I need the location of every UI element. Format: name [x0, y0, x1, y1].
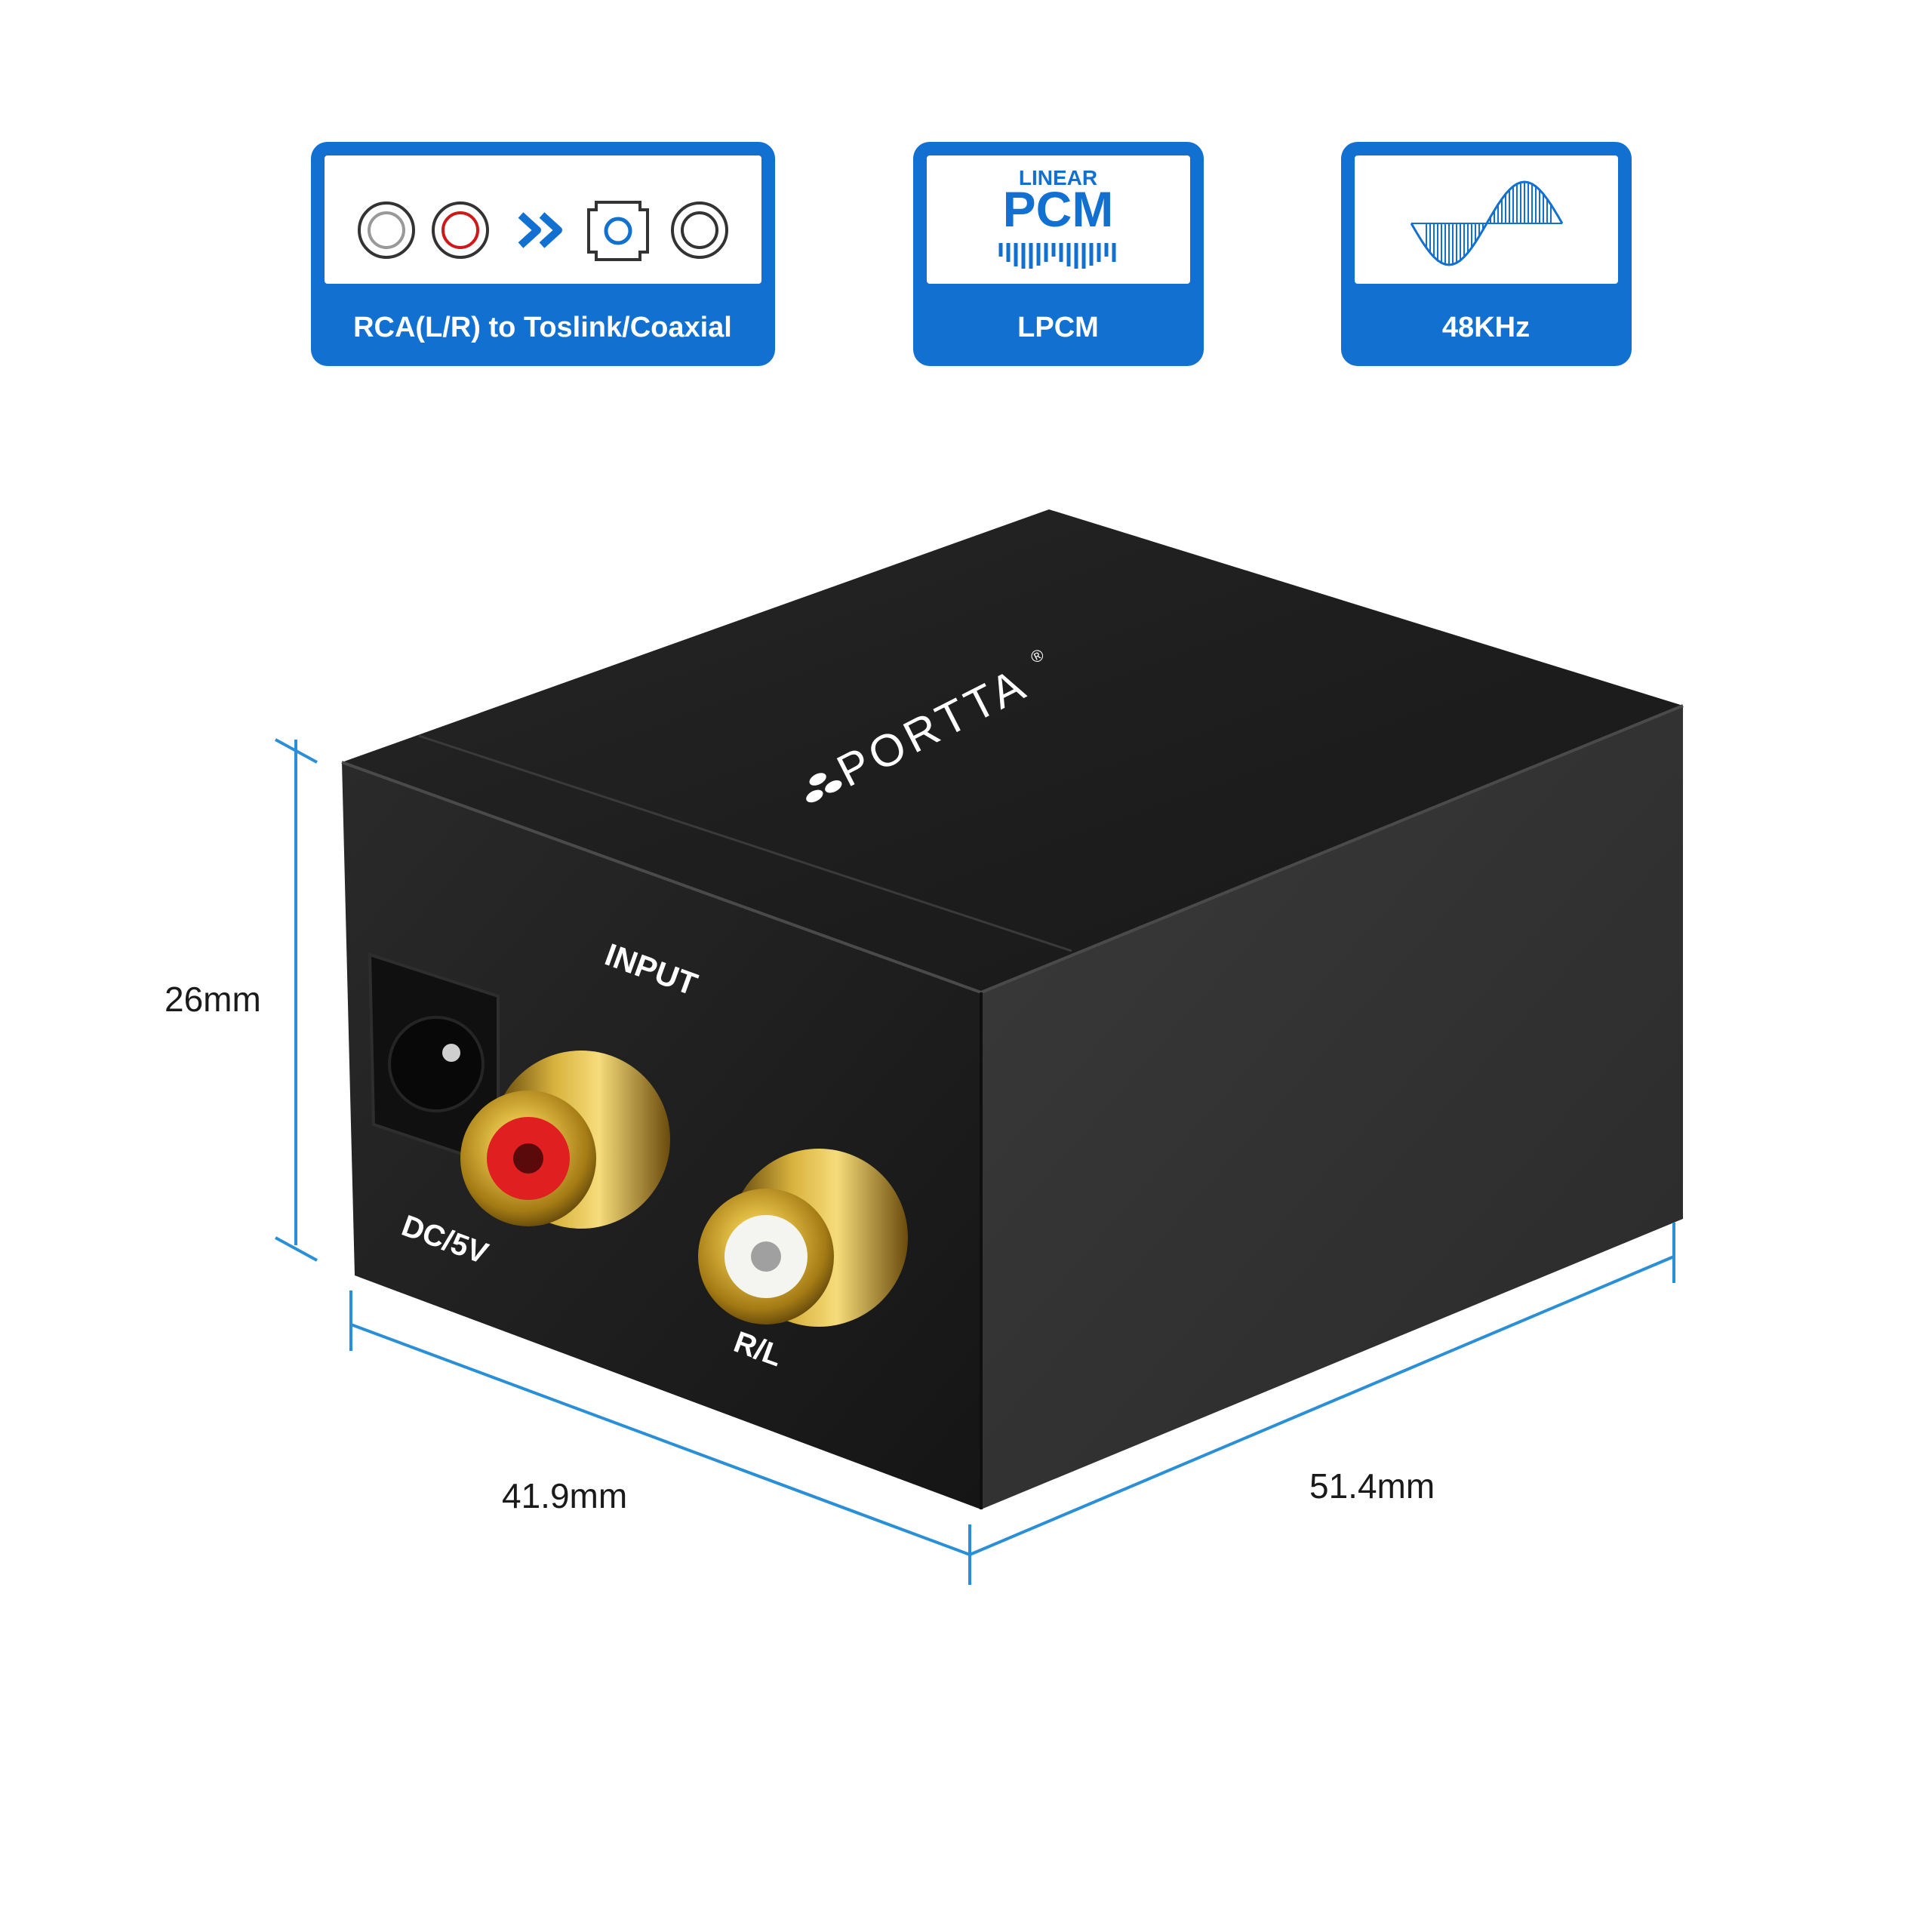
- device-side-face: [981, 706, 1683, 1509]
- feature-label-48khz: 48KHz: [1442, 312, 1530, 343]
- linear-pcm-icon: LINEAR PCM: [998, 166, 1116, 269]
- dimension-height: [275, 738, 318, 1262]
- height-dimension-label: 26mm: [165, 980, 261, 1019]
- feature-badge-lpcm: LINEAR PCM LPCM: [913, 142, 1204, 366]
- svg-text:LINEAR: LINEAR: [1019, 166, 1097, 189]
- feature-label-lpcm: LPCM: [1017, 312, 1099, 343]
- portta-leaf-icon: [806, 773, 842, 803]
- rca-jack-white: [698, 1149, 908, 1327]
- device-top-face: [342, 509, 1683, 992]
- feature-label-rca: RCA(L/R) to Toslink/Coaxial: [353, 312, 732, 343]
- svg-text:PCM: PCM: [1003, 181, 1114, 237]
- dc-power-jack: [368, 952, 500, 1168]
- rca-to-optical-coaxial-icon: [358, 201, 728, 261]
- feature-badge-rca: RCA(L/R) to Toslink/Coaxial: [311, 142, 775, 366]
- dimension-width: [969, 1223, 1675, 1556]
- depth-dimension-label: 41.9mm: [502, 1476, 627, 1515]
- sine-wave-sample-icon: [1410, 180, 1564, 266]
- width-dimension-label: 51.4mm: [1309, 1466, 1435, 1506]
- converter-device: PORTTA ® DC/5V INPUT R/L: [341, 509, 1684, 1509]
- feature-badge-48khz: 48KHz: [1341, 142, 1632, 366]
- rca-jack-red: [460, 1051, 670, 1229]
